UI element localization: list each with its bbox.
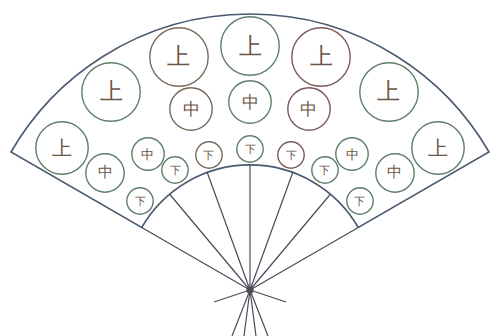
lower-circle: 下 [311,156,339,184]
circle-label: 下 [354,196,365,207]
circle-label: 中 [300,101,317,118]
fan-rib [250,194,330,290]
circle-label: 中 [242,94,259,111]
circle-label: 中 [346,148,359,161]
middle-circle: 中 [169,87,213,131]
circle-label: 上 [428,138,448,158]
circle-outline [127,188,153,214]
lower-circle: 下 [236,135,264,163]
circle-outline [170,88,212,130]
upper-circle: 上 [81,62,141,122]
fan-handle [214,287,286,336]
circle-outline [149,27,207,85]
circle-label: 下 [245,144,256,155]
lower-circle: 下 [126,187,154,215]
circle-outline [336,138,368,170]
upper-circle: 上 [220,16,280,76]
circle-outline [278,142,304,168]
lower-circle: 下 [195,141,223,169]
circle-outline [221,17,279,75]
middle-circle: 中 [335,137,369,171]
lower-circle: 下 [161,156,189,184]
circle-label: 中 [141,148,154,161]
upper-circle: 上 [359,62,419,122]
circle-label: 上 [52,138,72,158]
circle-outline [346,188,372,214]
circle-label: 中 [183,101,200,118]
fan-rib [249,165,250,290]
upper-circle: 上 [411,121,465,175]
circle-label: 上 [377,80,400,103]
circle-label: 下 [135,196,146,207]
circle-label: 下 [319,165,330,176]
middle-circle: 中 [131,137,165,171]
middle-circle: 中 [228,80,272,124]
upper-circle: 上 [149,27,209,87]
circle-outline [288,88,330,130]
circle-outline [312,157,338,183]
upper-circle: 上 [291,27,351,87]
circle-outline [131,138,163,170]
middle-circle: 中 [85,153,125,193]
circle-label: 中 [387,165,402,180]
circle-outline [86,154,124,192]
middle-circle: 中 [375,153,415,193]
circle-outline [35,122,87,174]
circle-outline [412,122,464,174]
circle-outline [82,63,140,121]
circle-outline [375,154,413,192]
circle-label: 上 [310,45,333,68]
circle-outline [162,157,188,183]
circle-outline [196,142,222,168]
circle-outline [292,27,350,85]
upper-circle: 上 [35,121,89,175]
circle-label: 下 [286,150,297,161]
circle-label: 下 [203,150,214,161]
circle-label: 上 [167,45,190,68]
circle-outline [237,136,263,162]
lower-circle: 下 [346,187,374,215]
fan-rib [250,173,293,290]
middle-circle: 中 [287,87,331,131]
fan-rib [170,194,250,290]
lower-circle: 下 [277,141,305,169]
fan-rib [207,173,250,290]
circle-label: 上 [239,35,262,58]
circle-label: 上 [100,80,123,103]
fan-rib [142,228,250,291]
circle-outline [229,81,271,123]
circle-label: 下 [170,165,181,176]
fan-rib [250,228,358,291]
circle-outline [360,63,418,121]
circle-label: 中 [98,165,113,180]
